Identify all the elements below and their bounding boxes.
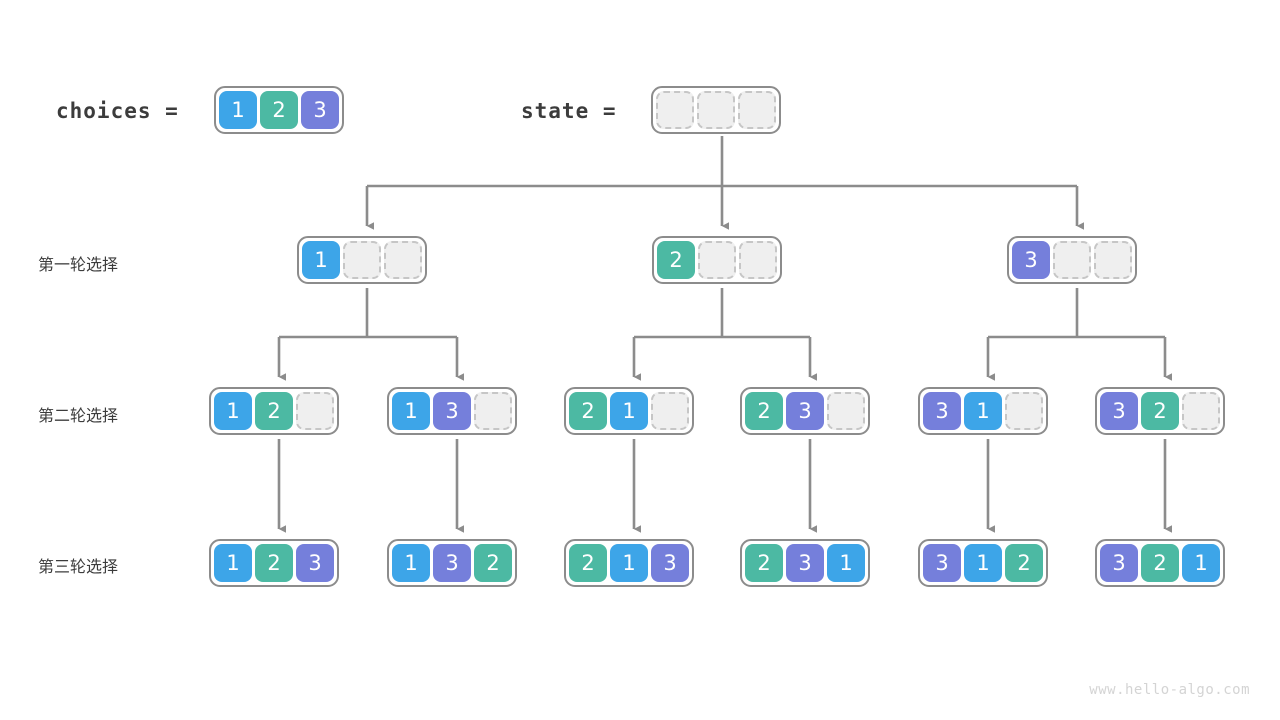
level2-0-cell-1: 2 [255, 392, 293, 430]
state-cell-0 [656, 91, 694, 129]
node-level1-1: 2 [652, 236, 782, 284]
level3-0-cell-2: 3 [296, 544, 334, 582]
level1-1-cell-1 [698, 241, 736, 279]
level2-3-cell-0: 2 [745, 392, 783, 430]
level3-4-cell-0: 3 [923, 544, 961, 582]
level2-0-cell-0: 1 [214, 392, 252, 430]
node-level1-2: 3 [1007, 236, 1137, 284]
state-array [651, 86, 781, 134]
level3-3-cell-2: 1 [827, 544, 865, 582]
level3-3-cell-1: 3 [786, 544, 824, 582]
level3-4-cell-1: 1 [964, 544, 1002, 582]
state-cell-2 [738, 91, 776, 129]
level3-4-cell-2: 2 [1005, 544, 1043, 582]
level1-1-cell-0: 2 [657, 241, 695, 279]
row-label-round-2: 第二轮选择 [38, 406, 119, 425]
level3-1-cell-1: 3 [433, 544, 471, 582]
level2-4-cell-1: 1 [964, 392, 1002, 430]
level1-0-cell-0: 1 [302, 241, 340, 279]
level3-3-cell-0: 2 [745, 544, 783, 582]
level2-1-cell-2 [474, 392, 512, 430]
level1-2-cell-1 [1053, 241, 1091, 279]
level2-2-cell-1: 1 [610, 392, 648, 430]
level2-4-cell-2 [1005, 392, 1043, 430]
level3-2-cell-1: 1 [610, 544, 648, 582]
state-label: state = [521, 99, 617, 123]
level3-5-cell-1: 2 [1141, 544, 1179, 582]
level2-4-cell-0: 3 [923, 392, 961, 430]
level2-2-cell-0: 2 [569, 392, 607, 430]
level3-2-cell-0: 2 [569, 544, 607, 582]
watermark: www.hello-algo.com [1089, 682, 1250, 698]
choices-cell-1: 2 [260, 91, 298, 129]
level2-0-cell-2 [296, 392, 334, 430]
level1-2-cell-2 [1094, 241, 1132, 279]
level3-1-cell-0: 1 [392, 544, 430, 582]
level3-0-cell-0: 1 [214, 544, 252, 582]
choices-cell-0: 1 [219, 91, 257, 129]
level2-5-cell-1: 2 [1141, 392, 1179, 430]
level3-1-cell-2: 2 [474, 544, 512, 582]
state-cell-1 [697, 91, 735, 129]
row-label-round-1: 第一轮选择 [38, 255, 119, 274]
level2-3-cell-1: 3 [786, 392, 824, 430]
level3-5-cell-0: 3 [1100, 544, 1138, 582]
choices-label: choices = [56, 99, 179, 123]
level2-5-cell-2 [1182, 392, 1220, 430]
row-label-round-3: 第三轮选择 [38, 557, 119, 576]
level1-1-cell-2 [739, 241, 777, 279]
level1-0-cell-1 [343, 241, 381, 279]
node-level1-0: 1 [297, 236, 427, 284]
level2-2-cell-2 [651, 392, 689, 430]
level3-0-cell-1: 2 [255, 544, 293, 582]
level1-0-cell-2 [384, 241, 422, 279]
level3-2-cell-2: 3 [651, 544, 689, 582]
level2-3-cell-2 [827, 392, 865, 430]
level1-2-cell-0: 3 [1012, 241, 1050, 279]
choices-cell-2: 3 [301, 91, 339, 129]
level2-5-cell-0: 3 [1100, 392, 1138, 430]
level2-1-cell-0: 1 [392, 392, 430, 430]
level2-1-cell-1: 3 [433, 392, 471, 430]
level3-5-cell-2: 1 [1182, 544, 1220, 582]
